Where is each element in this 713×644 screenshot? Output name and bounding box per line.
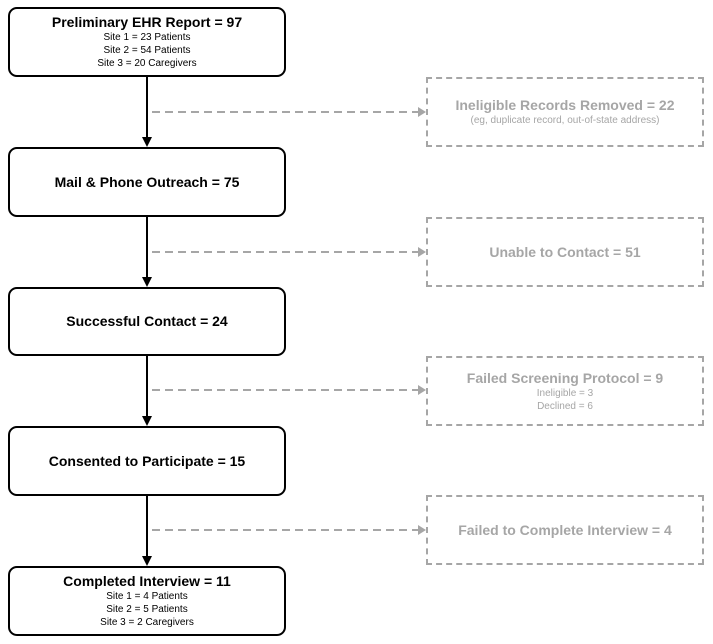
box-title: Preliminary EHR Report = 97 xyxy=(51,14,243,30)
box-line: Site 1 = 4 Patients xyxy=(106,591,188,602)
box-line: Site 3 = 20 Caregivers xyxy=(97,58,197,69)
side-arrowhead-2 xyxy=(418,247,426,257)
box-unable-to-contact: Unable to Contact = 51 xyxy=(426,217,704,287)
box-ineligible-records-removed: Ineligible Records Removed = 22 (eg, dup… xyxy=(426,77,704,147)
box-line: Site 1 = 23 Patients xyxy=(103,32,191,43)
box-title: Consented to Participate = 15 xyxy=(48,452,246,469)
box-successful-contact: Successful Contact = 24 xyxy=(8,287,286,356)
box-consented-to-participate: Consented to Participate = 15 xyxy=(8,426,286,496)
box-title: Ineligible Records Removed = 22 xyxy=(455,97,675,113)
box-failed-screening-protocol: Failed Screening Protocol = 9 Ineligible… xyxy=(426,356,704,426)
box-line: Site 3 = 2 Caregivers xyxy=(100,617,194,628)
box-failed-to-complete-interview: Failed to Complete Interview = 4 xyxy=(426,495,704,565)
box-mail-phone-outreach: Mail & Phone Outreach = 75 xyxy=(8,147,286,217)
box-line: Declined = 6 xyxy=(537,400,593,412)
side-arrowhead-3 xyxy=(418,385,426,395)
box-title: Completed Interview = 11 xyxy=(63,573,231,589)
box-line: Ineligible = 3 xyxy=(536,387,594,399)
side-arrowhead-1 xyxy=(418,107,426,117)
box-preliminary-ehr-report: Preliminary EHR Report = 97 Site 1 = 23 … xyxy=(8,7,286,77)
box-line: (eg, duplicate record, out-of-state addr… xyxy=(470,115,660,126)
box-title: Unable to Contact = 51 xyxy=(489,243,641,260)
box-line: Site 2 = 54 Patients xyxy=(103,45,191,56)
box-title: Successful Contact = 24 xyxy=(66,313,228,329)
box-completed-interview: Completed Interview = 11 Site 1 = 4 Pati… xyxy=(8,566,286,636)
box-title: Failed Screening Protocol = 9 xyxy=(466,369,664,386)
side-arrowhead-4 xyxy=(418,525,426,535)
box-line: Site 2 = 5 Patients xyxy=(106,604,188,615)
box-title: Failed to Complete Interview = 4 xyxy=(458,521,672,538)
box-title: Mail & Phone Outreach = 75 xyxy=(54,173,240,190)
